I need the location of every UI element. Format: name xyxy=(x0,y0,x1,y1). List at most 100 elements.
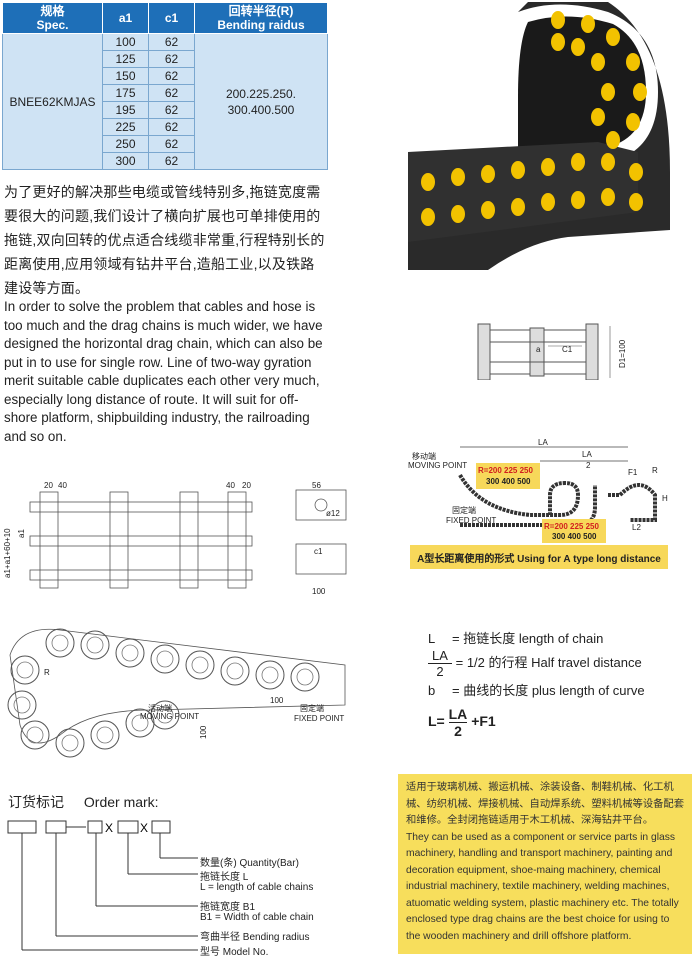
la-label: LA xyxy=(538,438,548,447)
formula-b: b= 曲线的长度 plus length of curve xyxy=(428,680,645,699)
side-dim-100: 100 xyxy=(312,587,326,596)
formula-la-desc: = 1/2 的行程 Half travel distance xyxy=(455,654,642,670)
chain-link-circle xyxy=(255,660,285,690)
fixed-cn: 固定端 xyxy=(452,505,476,515)
c1-cell: 62 xyxy=(148,118,195,136)
chain-link-inner-circle xyxy=(131,714,149,732)
f1-label: F1 xyxy=(628,468,638,477)
chain-pin-dot xyxy=(626,113,640,131)
model-cell: BNEE62KMJAS xyxy=(2,33,103,170)
chain-link-circle xyxy=(55,728,85,758)
chain-pin-dot xyxy=(571,153,585,171)
r-values-bot-2: 300 400 500 xyxy=(552,532,597,541)
a1-cell: 125 xyxy=(102,50,149,68)
order-line-length-en: L = length of cable chains xyxy=(200,882,314,893)
curve-moving-cn: 活动端 xyxy=(148,703,172,713)
chain-link-inner-circle xyxy=(61,734,79,752)
chain-link-inner-circle xyxy=(261,666,279,684)
moving-cn: 移动端 xyxy=(412,451,436,461)
a1-cell: 225 xyxy=(102,118,149,136)
order-mark-diagram: X X xyxy=(0,818,330,968)
side-dia: ø12 xyxy=(326,509,340,518)
chain-link-inner-circle xyxy=(191,656,209,674)
chain-pin-dot xyxy=(606,131,620,149)
application-note-en: They can be used as a component or servi… xyxy=(406,831,679,942)
c1-cell: 62 xyxy=(148,101,195,119)
drag-chain-photo xyxy=(408,2,670,270)
chain-pin-dot xyxy=(601,153,615,171)
chain-link-inner-circle xyxy=(51,634,69,652)
formula-la-num: LA xyxy=(428,648,452,664)
front-view-drawing: 20 40 40 20 a1+a1+60+10 a1 xyxy=(0,478,270,598)
la-half-den: 2 xyxy=(586,461,591,470)
fixed-en: FIXED POINT xyxy=(446,516,496,525)
chain-pin-dot xyxy=(629,163,643,181)
chain-pin-dot xyxy=(591,108,605,126)
dim-c1-label: C1 xyxy=(562,345,573,354)
side-view-drawing: 56 c1 100 ø12 xyxy=(288,481,358,598)
curve-moving-en: MOVING POINT xyxy=(140,712,199,721)
application-note-cn: 适用于玻璃机械、搬运机械、涂装设备、制鞋机械、化工机械、纺织机械、焊接机械、自动… xyxy=(406,782,685,826)
chain-link-circle xyxy=(20,720,50,750)
chain-link-circle xyxy=(45,628,75,658)
r-values-top-2: 300 400 500 xyxy=(486,477,531,486)
chinese-description: 为了更好的解决那些电缆或管线特别多,拖链宽度需要很大的问题,我们设计了横向扩展也… xyxy=(4,184,325,296)
order-line-radius: 弯曲半径 Bending radius xyxy=(200,932,310,943)
chain-link-circle xyxy=(150,644,180,674)
chain-pin-dot xyxy=(606,28,620,46)
chain-pin-dot xyxy=(451,205,465,223)
chain-curve-drawing: R 活动端 MOVING POINT 固定端 FIXED POINT 100 1… xyxy=(0,615,360,765)
chain-pin-dot xyxy=(601,188,615,206)
front-dim-3: 40 xyxy=(226,481,235,490)
front-side-2: a1 xyxy=(17,529,26,538)
formula-final-l: L= xyxy=(428,713,445,730)
r-label: R xyxy=(652,466,658,475)
dim-d1-label: D1=100 xyxy=(618,339,627,368)
chain-pin-dot xyxy=(511,161,525,179)
chain-link-inner-circle xyxy=(156,650,174,668)
order-x1: X xyxy=(105,821,113,835)
formula-l-sym: L xyxy=(428,631,436,646)
chain-link-circle xyxy=(90,720,120,750)
chain-link-inner-circle xyxy=(156,706,174,724)
application-note: 适用于玻璃机械、搬运机械、涂装设备、制鞋机械、化工机械、纺织机械、焊接机械、自动… xyxy=(398,774,692,954)
header-c1: c1 xyxy=(148,2,195,34)
chain-link-circle xyxy=(80,630,110,660)
chain-link-circle xyxy=(220,656,250,686)
chain-link-inner-circle xyxy=(86,636,104,654)
r-values-top-1: R=200 225 250 xyxy=(478,466,533,475)
dim-a-label: a xyxy=(536,345,541,354)
formula-final: L= LA 2 +F1 xyxy=(428,706,496,739)
front-dim-4: 20 xyxy=(242,481,251,490)
chain-pin-dot xyxy=(481,201,495,219)
chain-pin-dot xyxy=(451,168,465,186)
h-label: H xyxy=(662,494,668,503)
order-line-width-en: B1 = Width of cable chain xyxy=(200,912,314,923)
chain-link-circle xyxy=(10,655,40,685)
chain-link-circle xyxy=(7,690,37,720)
order-title-en: Order mark: xyxy=(83,794,159,810)
front-dim-1: 20 xyxy=(44,481,53,490)
chain-link-inner-circle xyxy=(226,662,244,680)
chain-link-inner-circle xyxy=(121,644,139,662)
c1-cell: 62 xyxy=(148,67,195,85)
chain-link-inner-circle xyxy=(26,726,44,744)
chain-link-circle xyxy=(115,638,145,668)
l2-label: L2 xyxy=(632,523,641,532)
chain-pin-dot xyxy=(481,165,495,183)
la-half-num: LA xyxy=(582,450,592,459)
chain-pin-dot xyxy=(541,158,555,176)
curve-100: 100 xyxy=(270,696,284,705)
c1-cell: 62 xyxy=(148,50,195,68)
a1-cell: 195 xyxy=(102,101,149,119)
curve-fixed-en: FIXED POINT xyxy=(294,714,344,723)
radius-cell: 200.225.250.300.400.500 xyxy=(194,33,328,170)
order-line-model: 型号 Model No. xyxy=(200,947,269,958)
